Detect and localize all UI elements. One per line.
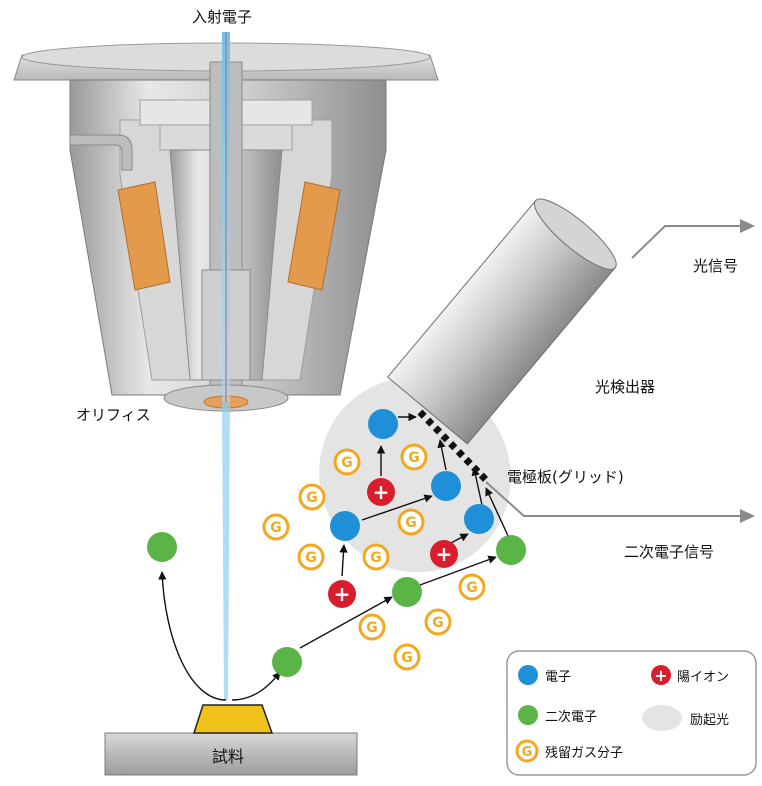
positive-ions: + + + <box>328 478 458 608</box>
trajectory-e3-grid <box>471 467 483 506</box>
legend-excitation-light-label: 励起光 <box>690 713 730 728</box>
label-incident-electrons: 入射電子 <box>192 8 253 26</box>
legend-secondary-electron-label: 二次電子 <box>545 710 598 725</box>
photodetector <box>386 198 617 445</box>
label-orifice: オリフィス <box>76 406 151 424</box>
label-sample: 試料 <box>212 747 245 766</box>
gas-molecule <box>262 513 290 541</box>
gas-molecule-glyph: G <box>466 580 478 596</box>
gas-molecule <box>424 608 452 636</box>
gas-molecule-glyph: G <box>366 620 378 636</box>
positive-ion <box>367 478 395 506</box>
secondary-electron <box>147 532 177 562</box>
trajectory-se1-se2 <box>299 596 393 649</box>
sample-specimen <box>192 704 274 734</box>
legend-ion-glyph: + <box>654 666 667 685</box>
positive-ion <box>328 580 356 608</box>
label-secondary-electron-signal: 二次電子信号 <box>624 543 715 561</box>
gas-molecule <box>333 448 361 476</box>
gas-molecule-glyph: G <box>306 490 318 506</box>
gas-molecule-glyph: G <box>370 550 382 566</box>
legend-electron-label: 電子 <box>545 670 572 685</box>
legend-secondary-electron-icon <box>518 705 538 725</box>
secondary-signal-line <box>485 481 740 517</box>
secondary-electrons <box>147 532 526 677</box>
light-signal-arrowhead <box>740 219 755 233</box>
stage-block <box>104 732 358 776</box>
gas-molecule <box>458 573 486 601</box>
legend: + G <box>506 650 757 776</box>
label-light-signal: 光信号 <box>693 257 739 275</box>
lens-coil-left <box>117 181 171 291</box>
gas-molecule-glyph: G <box>401 650 413 666</box>
electron <box>431 471 461 501</box>
legend-box <box>506 650 757 776</box>
label-electrode-plate: 電極板(グリッド) <box>507 468 624 486</box>
gas-molecule <box>393 643 421 671</box>
photodetector-end <box>534 198 617 270</box>
legend-residual-gas-label: 残留ガス分子 <box>545 746 624 761</box>
legend-positive-ion-label: 陽イオン <box>677 670 730 685</box>
secondary-electron <box>272 647 302 677</box>
trajectory-sample-left <box>158 571 227 701</box>
gas-molecule-glyph: G <box>270 520 282 536</box>
legend-ion-icon <box>651 665 671 685</box>
residual-gas-molecules: G G G G G G G G G G G <box>262 443 486 671</box>
lens-side-pipe <box>69 134 133 171</box>
trajectory-se3-grid <box>485 487 510 539</box>
gas-molecule <box>397 508 425 536</box>
electron <box>464 504 494 534</box>
gas-molecule-glyph: G <box>432 615 444 631</box>
legend-excitation-light-icon <box>642 705 682 731</box>
gas-molecule-glyph: G <box>408 450 420 466</box>
gas-molecule-glyph: G <box>341 455 353 471</box>
beam-lower <box>222 402 230 700</box>
trajectory-e1-e2 <box>361 494 433 521</box>
gas-molecule <box>297 543 325 571</box>
electron <box>368 409 398 439</box>
gas-molecule <box>400 443 428 471</box>
positive-ion-glyph: + <box>436 542 453 566</box>
trajectories <box>158 412 510 701</box>
sample-stage <box>104 704 358 776</box>
electrons <box>330 409 494 541</box>
legend-electron-icon <box>518 665 538 685</box>
trajectory-se2-se3 <box>419 555 497 586</box>
positive-ion-glyph: + <box>334 582 351 606</box>
trajectory-sample-right <box>231 671 281 701</box>
legend-gas-glyph: G <box>522 745 533 760</box>
trajectory-ion1-e1 <box>339 544 348 577</box>
positive-ion <box>430 540 458 568</box>
gas-molecule <box>362 543 390 571</box>
gas-molecule <box>298 483 326 511</box>
label-photodetector: 光検出器 <box>595 378 656 396</box>
light-signal-line <box>631 225 740 259</box>
secondary-electron <box>496 535 526 565</box>
legend-gas-icon <box>515 739 539 763</box>
incident-electron-beam <box>222 32 230 700</box>
electron <box>330 511 360 541</box>
lens-coil-right <box>287 181 341 291</box>
secondary-electron <box>392 577 422 607</box>
gas-molecule-glyph: G <box>405 515 417 531</box>
secondary-signal-arrowhead <box>740 509 755 523</box>
positive-ion-glyph: + <box>373 480 390 504</box>
beam-core-line <box>225 32 227 402</box>
gas-molecule-glyph: G <box>305 550 317 566</box>
trajectory-e2-grid <box>437 439 447 471</box>
gas-molecule <box>358 613 386 641</box>
